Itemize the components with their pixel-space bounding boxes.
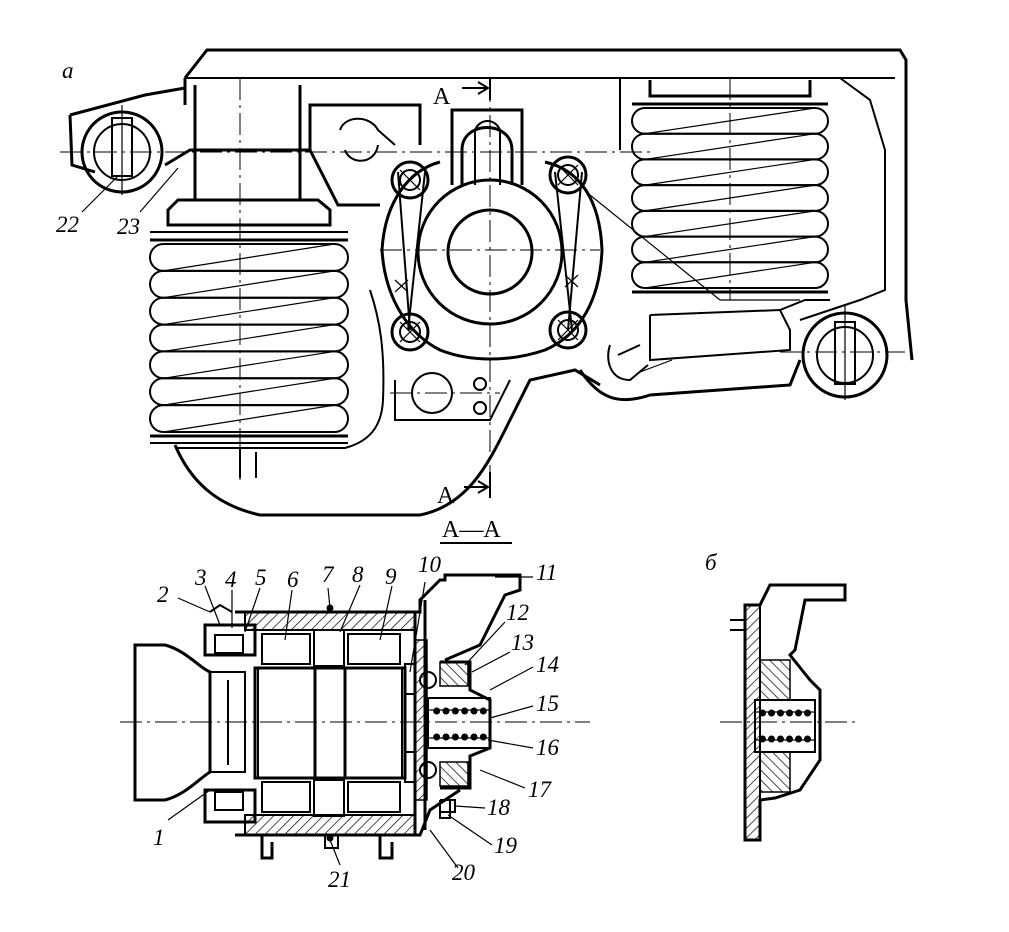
spring-coil-diagonal <box>163 377 335 406</box>
callout-15: 15 <box>536 691 559 716</box>
spring-coil <box>149 404 349 433</box>
callout-leaders <box>81 167 534 869</box>
spring-wire-section <box>777 709 784 717</box>
svg-text:А: А <box>433 84 451 110</box>
callout-5: 5 <box>255 565 267 590</box>
spring-wire-section <box>461 733 469 741</box>
callout-8: 8 <box>352 562 364 587</box>
svg-text:А: А <box>437 483 455 509</box>
view-a-bogie-frame <box>60 48 914 517</box>
spring-wire-section <box>479 733 487 741</box>
spring-wire-section <box>433 733 441 741</box>
link-rods <box>397 171 583 331</box>
callout-6: 6 <box>287 567 299 592</box>
callout-13: 13 <box>511 630 534 655</box>
spring-wire-section <box>470 733 478 741</box>
callout-3: 3 <box>194 565 207 590</box>
pivot-right <box>801 305 889 400</box>
spring-wire-section <box>470 707 478 715</box>
spring-wire-section <box>786 709 793 717</box>
spring-wire-section <box>451 733 459 741</box>
spring-coil-diagonal <box>163 404 335 433</box>
section-marker-bottom: А <box>437 472 491 509</box>
spring-wire-section <box>759 709 766 717</box>
callout-1: 1 <box>153 825 165 850</box>
callout-20: 20 <box>452 860 476 885</box>
callout-22: 22 <box>56 212 79 237</box>
spring-coil-diagonal <box>644 133 816 161</box>
spring-wire-section <box>777 735 784 743</box>
spring-wire-section <box>479 707 487 715</box>
spring-wire-section <box>795 709 802 717</box>
callout-12: 12 <box>506 600 529 625</box>
spring-wire-section <box>433 707 441 715</box>
spring-coil-diagonal <box>644 184 816 212</box>
callout-7: 7 <box>322 562 335 587</box>
callout-16: 16 <box>536 735 560 760</box>
view-b-alternate-cover <box>720 583 860 842</box>
spring-coil-diagonal <box>163 270 335 299</box>
pin-joints <box>390 155 588 352</box>
callout-10: 10 <box>418 552 442 577</box>
view-b-label: б <box>705 550 718 575</box>
spring-wire-section <box>786 735 793 743</box>
callout-2: 2 <box>157 582 169 607</box>
spring-wire-section <box>804 709 811 717</box>
callout-11: 11 <box>536 560 557 585</box>
axle-box-housing <box>339 108 673 415</box>
callout-9: 9 <box>385 564 397 589</box>
callout-14: 14 <box>536 652 559 677</box>
view-a-label: а <box>62 58 74 83</box>
spring-coil-diagonal <box>163 323 335 353</box>
spring-wire-section <box>768 709 775 717</box>
spring-coil <box>631 261 829 289</box>
section-marker-top: А <box>433 78 491 110</box>
spring-coil-diagonal <box>644 235 816 263</box>
spring-coil-diagonal <box>163 350 335 379</box>
callout-19: 19 <box>494 833 518 858</box>
section-a-a-axle-box <box>120 573 590 860</box>
callout-18: 18 <box>487 795 511 820</box>
callout-17: 17 <box>528 777 553 802</box>
spring-wire-section <box>768 735 775 743</box>
spring-coil-diagonal <box>163 243 335 272</box>
spring-wire-section <box>461 707 469 715</box>
callout-4: 4 <box>225 567 237 592</box>
spring-wire-section <box>442 707 450 715</box>
spring-wire-section <box>759 735 766 743</box>
left-spring-set <box>149 85 349 478</box>
spring-wire-section <box>442 733 450 741</box>
spring-coil-diagonal <box>644 158 816 186</box>
section-title: А—А <box>440 517 512 544</box>
pivot-22 <box>80 105 164 195</box>
callout-23: 23 <box>117 214 140 239</box>
spring-coil-diagonal <box>163 297 335 326</box>
spring-coil-diagonal <box>644 261 816 289</box>
spring-wire-section <box>451 707 459 715</box>
spring-coil-diagonal <box>644 107 816 135</box>
svg-text:А—А: А—А <box>442 517 501 543</box>
callout-21: 21 <box>328 867 351 892</box>
spring-wire-section <box>795 735 802 743</box>
right-spring-set <box>631 80 829 294</box>
spring-coil-diagonal <box>644 210 816 238</box>
spring-wire-section <box>804 735 811 743</box>
callout-labels: 1 2 3 4 5 6 7 8 9 10 11 12 13 14 15 16 1… <box>56 212 560 892</box>
